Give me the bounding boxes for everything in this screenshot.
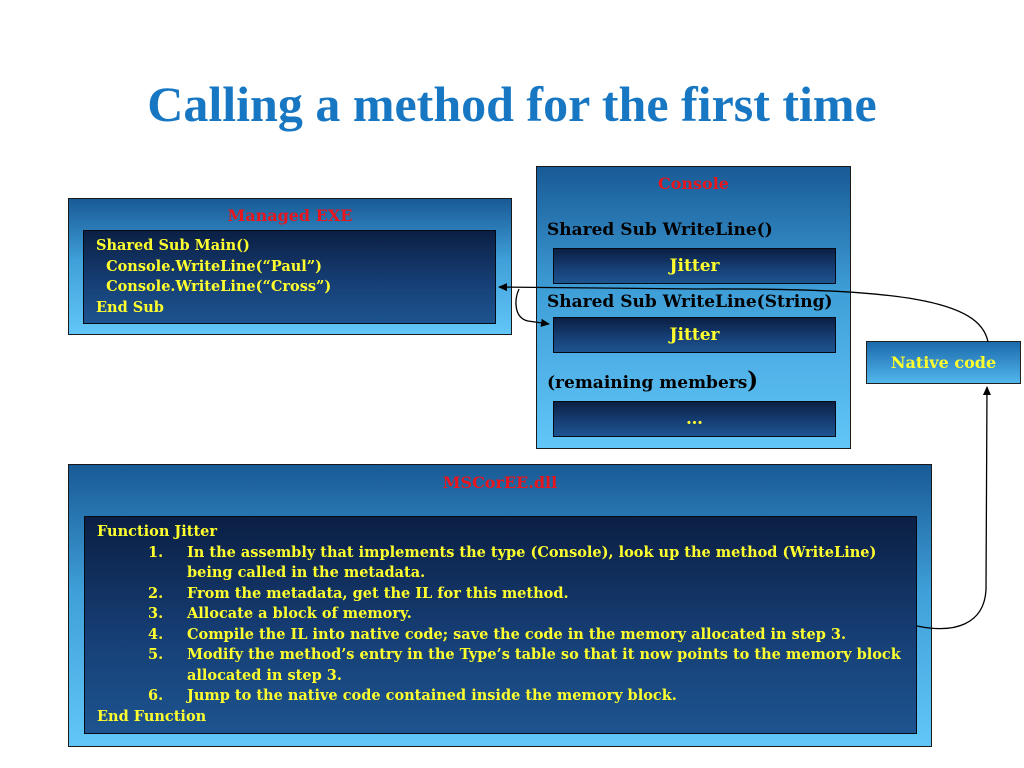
jitter-step: 4.Compile the IL into native code; save … (148, 625, 847, 643)
mscoree-label: MSCorEE.dll (442, 473, 558, 492)
function-start: Function Jitter (97, 523, 218, 540)
remaining-members-text: (remaining members (547, 373, 748, 393)
jitter-step: 6.Jump to the native code contained insi… (148, 687, 677, 704)
jitter-stub-2: Jitter (553, 317, 836, 353)
managed-exe-box: Managed EXE Shared Sub Main() Console.Wr… (68, 198, 512, 335)
remaining-members-paren: ) (747, 367, 759, 394)
jitter-function-panel: Function Jitter 1.In the assembly that i… (84, 516, 917, 734)
method-writeline-noargs: Shared Sub WriteLine() (547, 220, 773, 240)
jitter-steps-list: 1.In the assembly that implements the ty… (97, 543, 904, 707)
code-line: End Sub (96, 298, 164, 316)
jitter-step: 3.Allocate a block of memory. (148, 605, 412, 622)
console-box: Console Shared Sub WriteLine() Jitter Sh… (536, 166, 851, 449)
jitter-step: 5.Modify the method’s entry in the Type’… (148, 646, 901, 684)
code-line: Shared Sub Main() (96, 237, 250, 254)
managed-exe-label: Managed EXE (227, 206, 353, 225)
managed-exe-code-panel: Shared Sub Main() Console.WriteLine(“Pau… (83, 230, 496, 324)
jitter-stub-1: Jitter (553, 248, 836, 284)
method-writeline-string: Shared Sub WriteLine(String) (547, 292, 833, 312)
native-code-box: Native code (866, 341, 1021, 384)
console-label: Console (658, 174, 729, 193)
mscoree-box: MSCorEE.dll Function Jitter 1.In the ass… (68, 464, 932, 747)
remaining-members-stub: … (553, 401, 836, 437)
remaining-members-label: (remaining members) (547, 367, 758, 394)
code-line: Console.WriteLine(“Cross”) (96, 278, 332, 295)
code-line: Console.WriteLine(“Paul”) (96, 257, 323, 275)
jitter-step: 1.In the assembly that implements the ty… (148, 543, 877, 582)
function-end: End Function (97, 707, 207, 725)
jitter-step: 2.From the metadata, get the IL for this… (148, 584, 569, 602)
slide-title: Calling a method for the first time (147, 76, 877, 132)
